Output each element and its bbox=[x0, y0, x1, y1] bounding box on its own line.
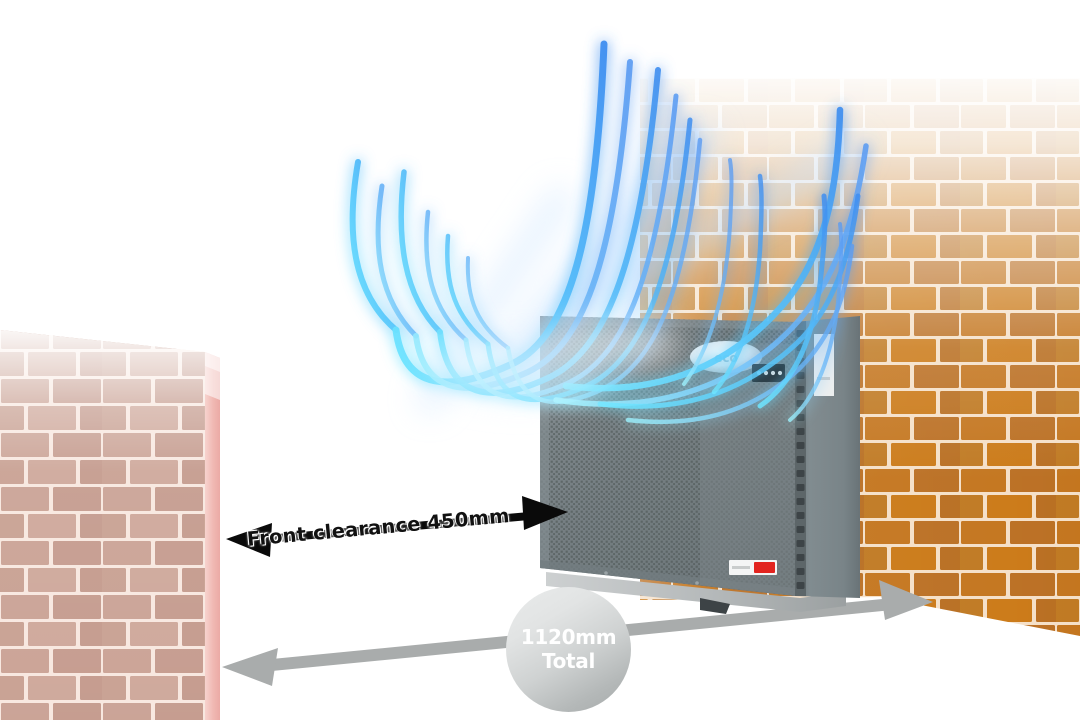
total-value: 1120mm bbox=[520, 624, 617, 649]
unit-side-panel bbox=[795, 316, 860, 598]
total-caption: Total bbox=[541, 648, 596, 673]
total-dimension-badge: 1120mm Total bbox=[506, 587, 631, 712]
unit-base-rail bbox=[546, 572, 846, 612]
status-led-panel bbox=[752, 364, 785, 382]
brand-label bbox=[729, 560, 777, 575]
